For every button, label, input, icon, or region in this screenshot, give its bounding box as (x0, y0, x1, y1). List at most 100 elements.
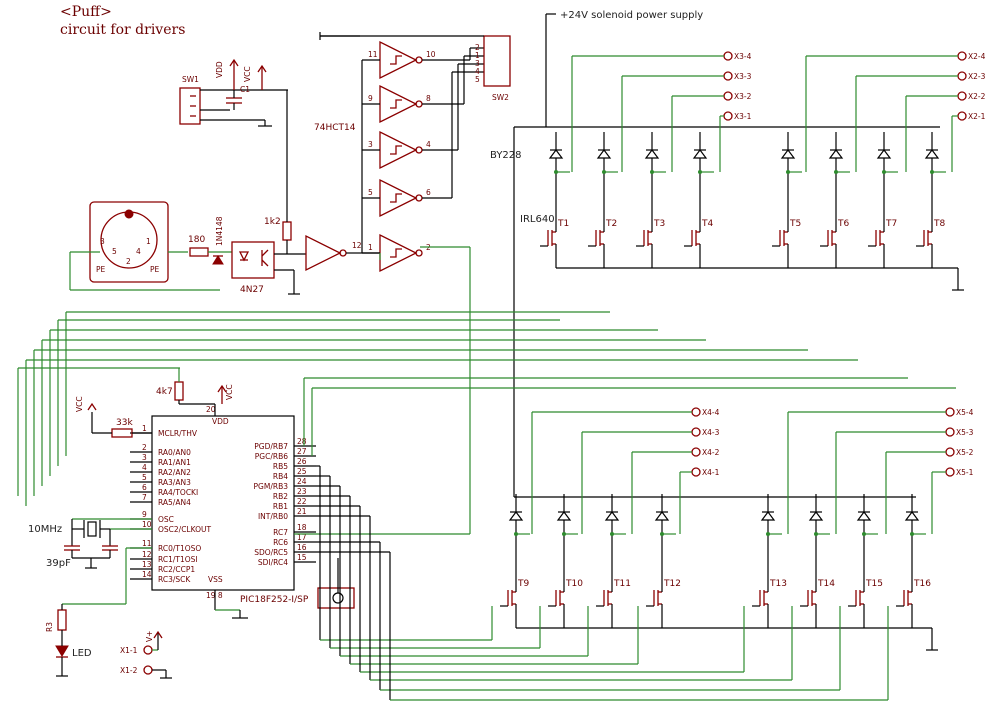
driver-t13: T13 (752, 494, 787, 628)
pin-number: 25 (297, 467, 307, 476)
header-subtitle: circuit for drivers (60, 22, 185, 38)
driver-t1: T1 (540, 132, 570, 268)
pe-label-right: PE (150, 265, 160, 274)
connector-pin-icon (945, 467, 955, 477)
sw2-pin: 3 (475, 59, 480, 68)
connector-label: X2-3 (968, 72, 986, 81)
flyback-diode-icon (808, 511, 824, 521)
pin-name: RA3/AN3 (158, 478, 191, 487)
connector-pin-icon (723, 111, 733, 121)
flyback-diode-icon (924, 149, 940, 159)
pin-number: 16 (297, 543, 307, 552)
gate-out-pin: 10 (426, 50, 436, 59)
schmitt-icon (390, 145, 402, 155)
connector-label: X3-1 (734, 112, 752, 121)
connector-pin-icon (957, 111, 967, 121)
pin-name: RB1 (273, 502, 288, 511)
pin-number: 24 (297, 477, 307, 486)
connector-label: X4-1 (702, 468, 720, 477)
led-indicator: R3 LED (45, 547, 152, 677)
driver-t15: T15 (848, 494, 883, 628)
pin-name: PGC/RB6 (255, 452, 288, 461)
connector-x4-1: X4-1 (679, 467, 720, 534)
driver-t9: T9 (500, 494, 530, 628)
connector-x2-4: X2-4 (805, 51, 986, 172)
connector-label: X2-2 (968, 92, 986, 101)
connector-pin-icon (723, 71, 733, 81)
connector-x3-4: X3-4 (571, 51, 752, 172)
pin-number: 17 (297, 533, 307, 542)
connector-x2-1: X2-1 (951, 111, 986, 172)
connector-x3-2: X3-2 (671, 91, 752, 172)
connector-pin-icon (957, 51, 967, 61)
connector-label: X4-3 (702, 428, 720, 437)
sw2-pin: 5 (475, 75, 480, 84)
pin-number: 4 (142, 463, 147, 472)
connector-label: X2-1 (968, 112, 986, 121)
connector-pin-icon (723, 91, 733, 101)
flyback-diode-icon (508, 511, 524, 521)
pin-name: PGM/RB3 (254, 482, 289, 491)
x1-power-input: X1-1 X1-2 V+ (120, 631, 172, 679)
x1-1-label: X1-1 (120, 646, 138, 655)
schmitt-icon (390, 248, 402, 258)
vplus-label: V+ (145, 631, 154, 642)
transistor-label: T8 (933, 219, 945, 229)
mcu-vdd-pin: 20 (206, 405, 216, 414)
connector-label: X3-2 (734, 92, 752, 101)
mcu-label: PIC18F252-I/SP (240, 595, 309, 605)
pin-name: RA5/AN4 (158, 498, 191, 507)
gate-in-pin: 9 (368, 94, 373, 103)
connector-pin-icon (945, 407, 955, 417)
connector-x4-4: X4-4 (531, 407, 720, 534)
connector-pin-icon (691, 427, 701, 437)
pin-name: MCLR/THV (158, 429, 198, 438)
gate-in-pin: 11 (368, 50, 378, 59)
diode-1n-label: 1N4148 (215, 216, 224, 246)
pin-name: RC0/T1OSO (158, 544, 201, 553)
driver-t12: T12 (646, 494, 681, 628)
r3-label: R3 (45, 622, 54, 632)
connector-label: X5-2 (956, 448, 974, 457)
svg-text:2: 2 (126, 257, 131, 266)
pin-number: 12 (142, 550, 152, 559)
pin-name: RC3/SCK (158, 575, 191, 584)
schmitt-icon (390, 193, 402, 203)
vdd-arrow-top: VDD (215, 58, 239, 90)
pin-number: 18 (297, 523, 307, 532)
driver-t6: T6 (820, 132, 850, 268)
optocoupler-label: 4N27 (240, 285, 264, 295)
driver-t5: T5 (772, 132, 802, 268)
pin-name: OSC (158, 515, 174, 524)
flyback-diode-icon (596, 149, 612, 159)
pin-number: 28 (297, 437, 307, 446)
connector-pin-icon (957, 71, 967, 81)
pin-name: RC2/CCP1 (158, 565, 195, 574)
resistor-4k7: 4k7 (156, 368, 215, 405)
driver-t10: T10 (548, 494, 583, 628)
connector-x3-1: X3-1 (719, 111, 752, 172)
cap39-label: 39pF (46, 558, 71, 569)
gate-in-pin: 5 (368, 188, 373, 197)
pin-name: RB4 (273, 472, 288, 481)
connector-pin-icon (691, 447, 701, 457)
driver-t14: T14 (800, 494, 835, 628)
driver-t7: T7 (868, 132, 898, 268)
gate-body (379, 178, 418, 218)
gate-in-pin: 1 (368, 243, 373, 252)
driver-t8: T8 (916, 132, 946, 268)
pin-number: 1 (142, 424, 147, 433)
connector-label: X4-4 (702, 408, 720, 417)
